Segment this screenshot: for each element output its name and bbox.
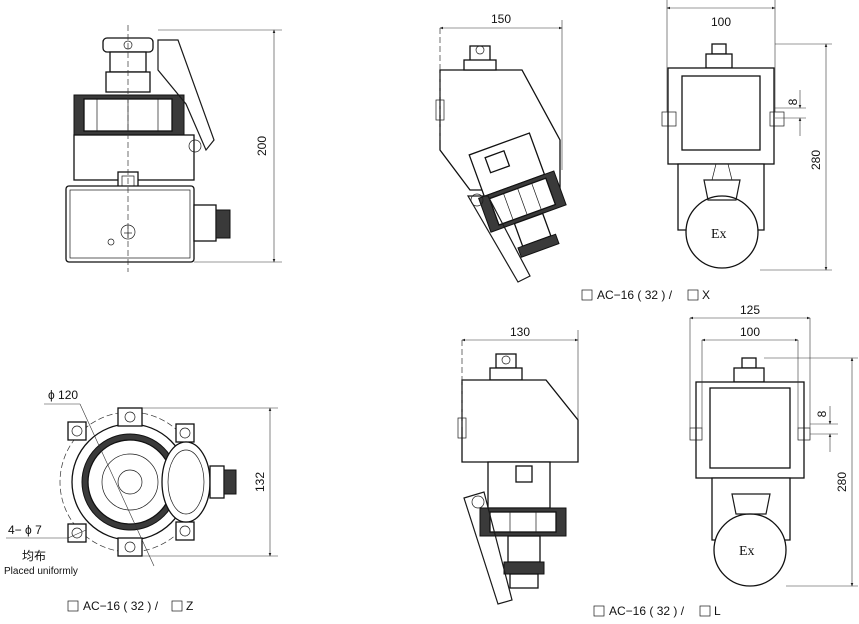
dimension-label-130: 130 [510,325,530,339]
front-view-l: Ex 125 100 8 280 AC−16 ( 32 ) / L [593,303,858,618]
dimension-label-200: 200 [255,136,269,156]
dimension-label-100-top: 100 [711,15,731,29]
dimension-label-280-top: 280 [809,150,823,170]
caption-z-model: AC−16 ( 32 ) / [83,599,159,613]
holes-note-cn: 均布 [22,549,46,563]
caption-l-suffix: L [714,604,721,618]
dimension-label-100-bottom: 100 [740,325,760,339]
dimension-label-125: 125 [740,303,760,317]
diameter-label-120: ϕ 120 [48,388,78,402]
dimension-label-8-bottom: 8 [815,410,829,417]
dimension-label-150: 150 [491,12,511,26]
caption-z-suffix: Z [186,599,193,613]
caption-l-model: AC−16 ( 32 ) / [609,604,685,618]
side-view-front: 200 [65,25,282,272]
caption-x-model: AC−16 ( 32 ) / [597,288,673,302]
side-view-angled-x: 150 [435,12,567,283]
caption-x-suffix: X [702,288,710,302]
dimension-label-8-top: 8 [786,98,800,105]
top-view-z: ϕ 120 4− ϕ 7 均布 Placed uniformly 132 AC−… [4,388,278,613]
holes-note-en: Placed uniformly [4,566,78,577]
holes-label: 4− ϕ 7 [8,523,42,537]
dimension-label-280-bottom: 280 [835,472,849,492]
dimension-label-132: 132 [253,472,267,492]
ex-mark-l: Ex [739,544,755,559]
ex-mark-x: Ex [711,227,727,242]
front-view-x: Ex 100 8 280 AC−16 ( 32 ) / X [581,0,832,302]
side-view-l: 130 [457,325,579,605]
